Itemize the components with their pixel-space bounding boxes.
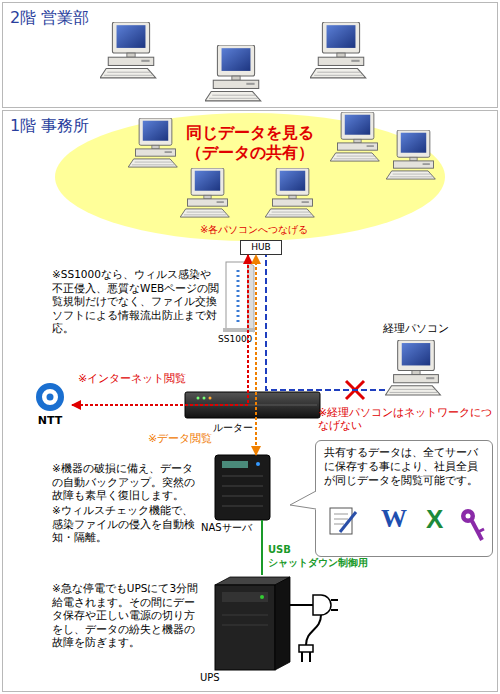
key-icon (461, 509, 484, 540)
connector (266, 255, 385, 390)
note-text: ※SS1000なら、ウィルス感染や不正侵入、悪質なWEBページの閲覧規制だけでな… (52, 268, 220, 336)
power-plug (290, 595, 338, 662)
node-text: NTT (28, 414, 72, 427)
ss1000-device (223, 262, 255, 332)
pc-icon (180, 168, 229, 217)
note-text: ※急な停電でもUPSにて3分間給電されます。その間にデータ保存や正しい電源の切り… (52, 582, 200, 650)
pc-icon (330, 112, 379, 161)
node-text: NASサーバ (201, 522, 252, 534)
node-text: ルーター (213, 422, 253, 434)
note-text: ※機器の破損に備え、データの自動バックアップ。突然の故障も素早く復旧します。 (52, 462, 202, 503)
note-text: ※各パソコンへつなげる (200, 224, 308, 236)
router-device (185, 392, 320, 418)
node-text: 2階 営業部 (10, 8, 89, 28)
edge-label: ※データ閲覧 (148, 432, 212, 445)
nas-server: NASサーバ (215, 455, 270, 520)
ss1000-device: SS1000 (222, 262, 254, 332)
pc-icon (100, 22, 156, 78)
node-text: 1階 事務所 (10, 116, 89, 136)
node-text: 同じデータを見る （データの共有） (172, 123, 328, 163)
ups-device: UPS (205, 575, 290, 670)
router-device: ルーター (185, 392, 320, 418)
ntt-node: NTT (28, 382, 72, 428)
edge-label: USB シャットダウン制御用 (268, 543, 383, 569)
pc-icon (265, 168, 314, 217)
pc-icon (128, 118, 177, 167)
red-cross (346, 381, 364, 399)
callout-box: 共有するデータは、全てサーバに保存する事により、社員全員が同じデータを閲覧可能で… (315, 440, 493, 557)
node-text: 経理パソコン (383, 322, 449, 336)
share-ellipse: 同じデータを見る （データの共有） (55, 113, 445, 241)
ntt-logo (39, 386, 61, 408)
pc-icons (100, 22, 440, 395)
document-icon (330, 508, 356, 534)
node-text: SS1000 (218, 334, 252, 345)
nas-device (215, 455, 270, 520)
pc-icon (385, 340, 440, 395)
note-text: ※経理パソコンはネットワークにつなげない (318, 406, 493, 432)
node-text: UPS (200, 672, 220, 684)
node-text: 共有するデータは、全てサーバに保存する事により、社員全員が同じデータを閲覧可能で… (324, 446, 484, 488)
edge-label: ※インターネット閲覧 (78, 372, 186, 385)
connector (261, 520, 263, 575)
callout-tail (290, 490, 318, 510)
note-text: ※ウィルスチェック機能で、感染ファイルの侵入を自動検知・隔離。 (52, 504, 202, 545)
accounting-pc: 経理パソコン (385, 340, 447, 396)
pc-icon (310, 22, 366, 78)
word-icon: W (381, 504, 407, 534)
ups-device (215, 577, 290, 670)
node-text: HUB (241, 241, 281, 254)
connector (255, 255, 257, 455)
floor-band: 2階 営業部 (2, 2, 498, 108)
pc-icon (205, 45, 261, 101)
pc-icon (386, 130, 435, 179)
hub-box: HUB (240, 240, 282, 255)
excel-icon: X (426, 504, 443, 534)
